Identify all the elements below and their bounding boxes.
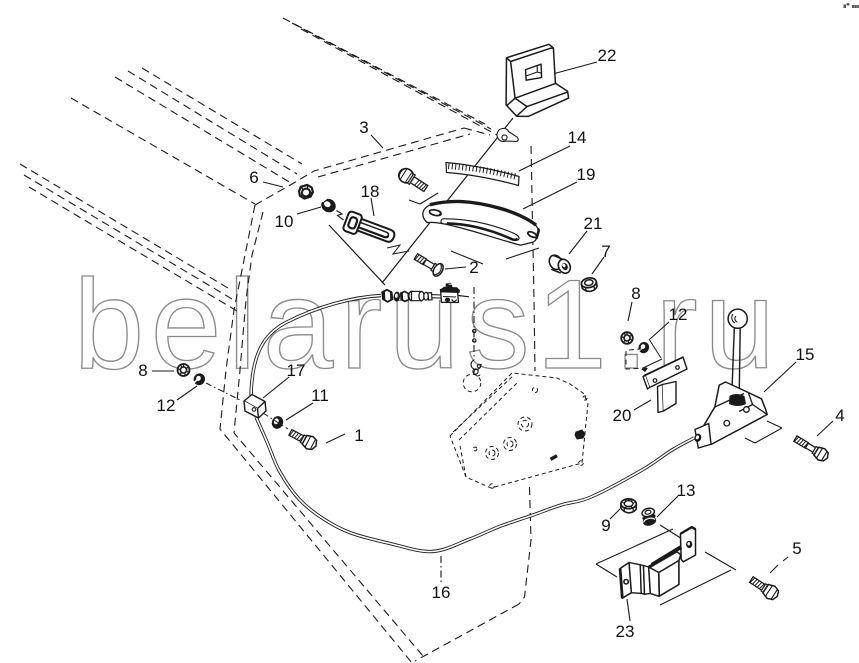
svg-text:16: 16 [432, 583, 451, 602]
svg-text:18: 18 [361, 182, 380, 201]
svg-text:13: 13 [677, 481, 696, 500]
svg-text:19: 19 [577, 165, 596, 184]
svg-text:22: 22 [598, 46, 617, 65]
svg-text:23: 23 [616, 622, 635, 641]
svg-text:9: 9 [601, 516, 610, 535]
svg-text:21: 21 [584, 214, 603, 233]
svg-text:15: 15 [796, 345, 815, 364]
svg-text:1: 1 [354, 426, 363, 445]
svg-text:8: 8 [138, 361, 147, 380]
svg-text:5: 5 [792, 539, 801, 558]
svg-text:8: 8 [631, 284, 640, 303]
svg-text:14: 14 [568, 128, 587, 147]
svg-text:2: 2 [469, 258, 478, 277]
svg-text:12: 12 [669, 305, 688, 324]
svg-text:4: 4 [835, 406, 844, 425]
svg-text:20: 20 [613, 406, 632, 425]
svg-text:17: 17 [287, 361, 306, 380]
svg-text:11: 11 [311, 386, 329, 405]
svg-text:3: 3 [359, 118, 368, 137]
svg-text:6: 6 [249, 168, 258, 187]
svg-text:10: 10 [275, 212, 294, 231]
svg-text:7: 7 [601, 242, 610, 261]
svg-text:12: 12 [157, 396, 176, 415]
